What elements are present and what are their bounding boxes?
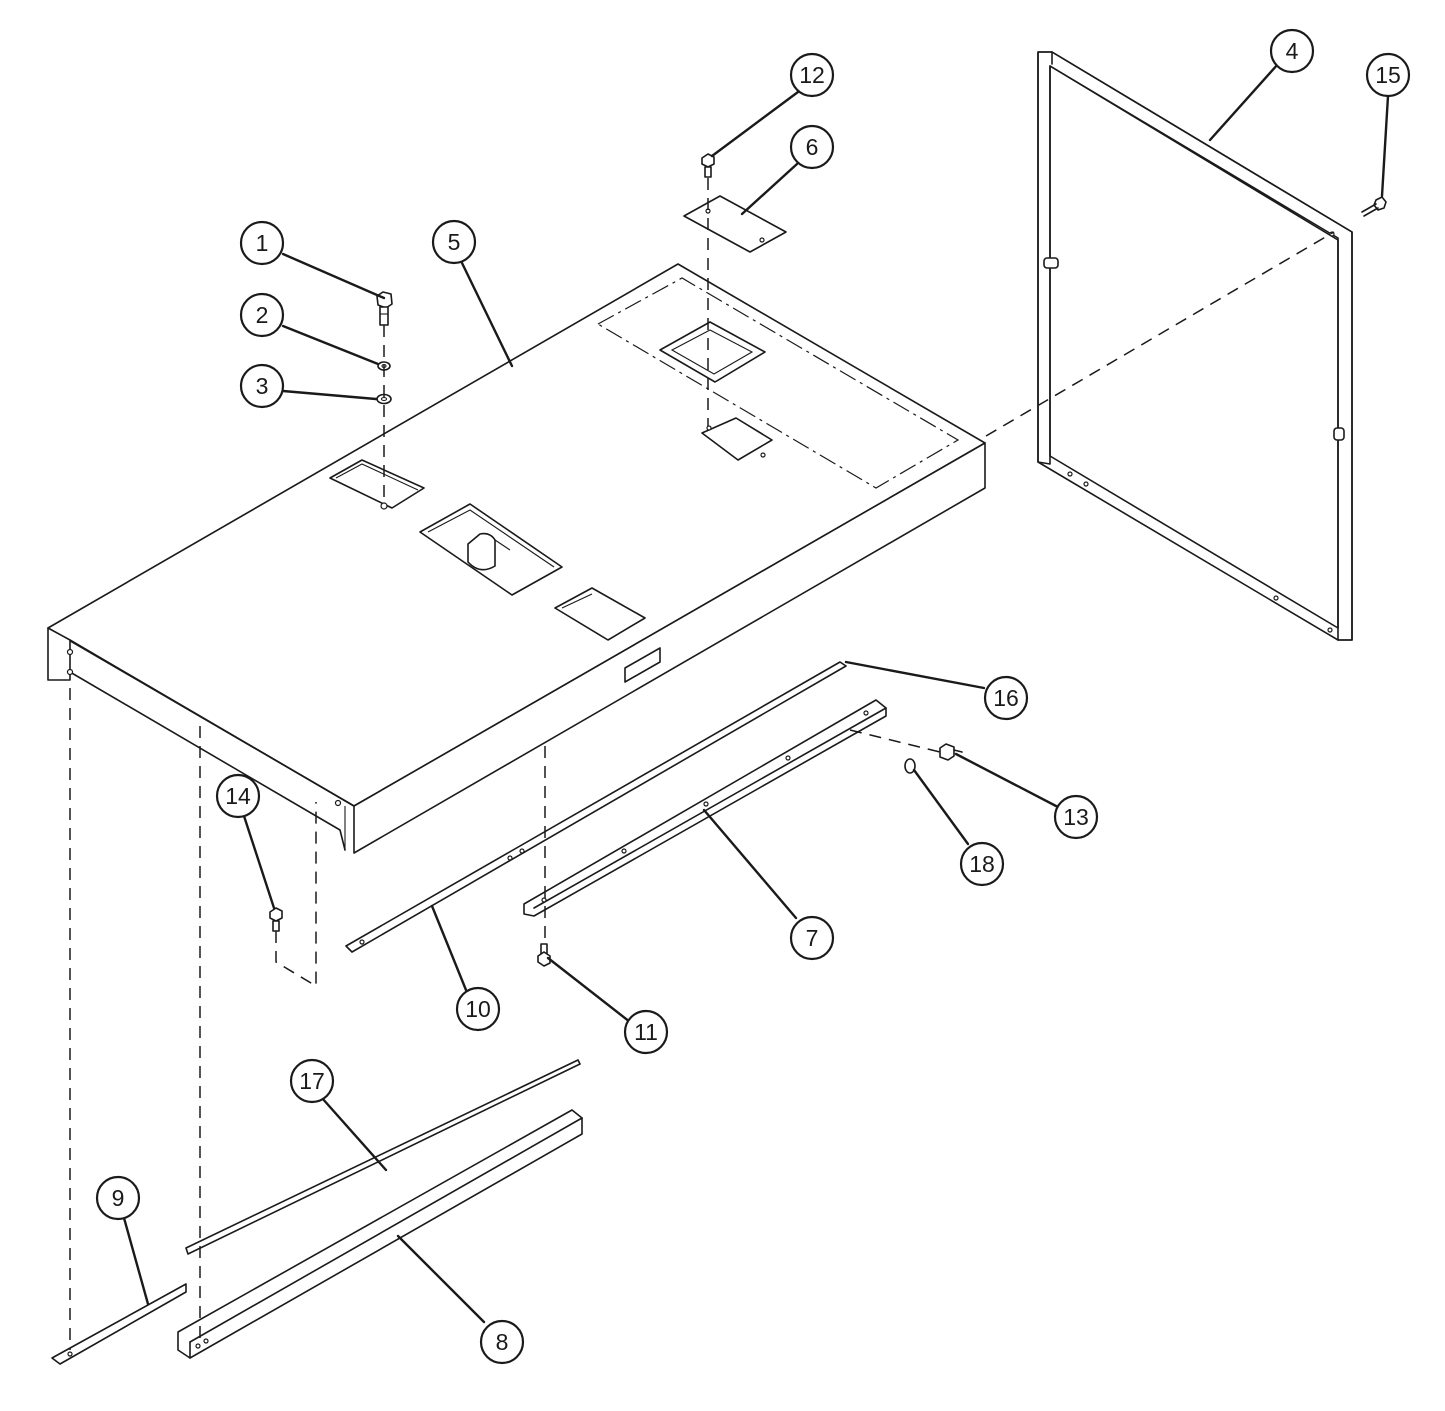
callout-8-label: 8	[496, 1329, 509, 1355]
callout-2-label: 2	[256, 302, 269, 328]
callout-4: 4	[1269, 28, 1315, 74]
callout-11: 11	[623, 1009, 669, 1055]
callout-13: 13	[1053, 794, 1099, 840]
rails	[51, 661, 887, 1365]
callout-11-label: 11	[634, 1019, 658, 1045]
callout-18: 18	[959, 841, 1005, 887]
callout-2: 2	[239, 292, 285, 338]
callout-5-label: 5	[448, 229, 461, 255]
callout-12-label: 12	[799, 62, 825, 88]
callout-17-label: 17	[299, 1068, 325, 1094]
callout-1: 1	[239, 220, 285, 266]
callout-5: 5	[431, 219, 477, 265]
callout-15-label: 15	[1375, 62, 1401, 88]
callout-7-label: 7	[806, 925, 819, 951]
callout-9-label: 9	[112, 1185, 125, 1211]
callout-10: 10	[455, 986, 501, 1032]
callout-14-label: 14	[225, 783, 251, 809]
callout-1-label: 1	[256, 230, 269, 256]
callout-9: 9	[95, 1175, 141, 1221]
callout-4-label: 4	[1286, 38, 1299, 64]
callout-10-label: 10	[465, 996, 491, 1022]
callout-16-label: 16	[993, 685, 1019, 711]
callout-6: 6	[789, 124, 835, 170]
callout-6-label: 6	[806, 134, 819, 160]
door-frame	[1037, 51, 1353, 641]
callout-3: 3	[239, 363, 285, 409]
callout-15: 15	[1365, 52, 1411, 98]
callout-3-label: 3	[256, 373, 269, 399]
callout-13-label: 13	[1063, 804, 1089, 830]
leader-lines	[122, 62, 1390, 1324]
callout-16: 16	[983, 675, 1029, 721]
callout-12: 12	[789, 52, 835, 98]
callout-17: 17	[289, 1058, 335, 1104]
callout-7: 7	[789, 915, 835, 961]
cover-plate	[683, 195, 787, 253]
callout-8: 8	[479, 1319, 525, 1365]
top-panel	[47, 263, 986, 854]
callout-14: 14	[215, 773, 261, 819]
callout-18-label: 18	[969, 851, 995, 877]
assembly-lines	[69, 178, 1335, 1350]
